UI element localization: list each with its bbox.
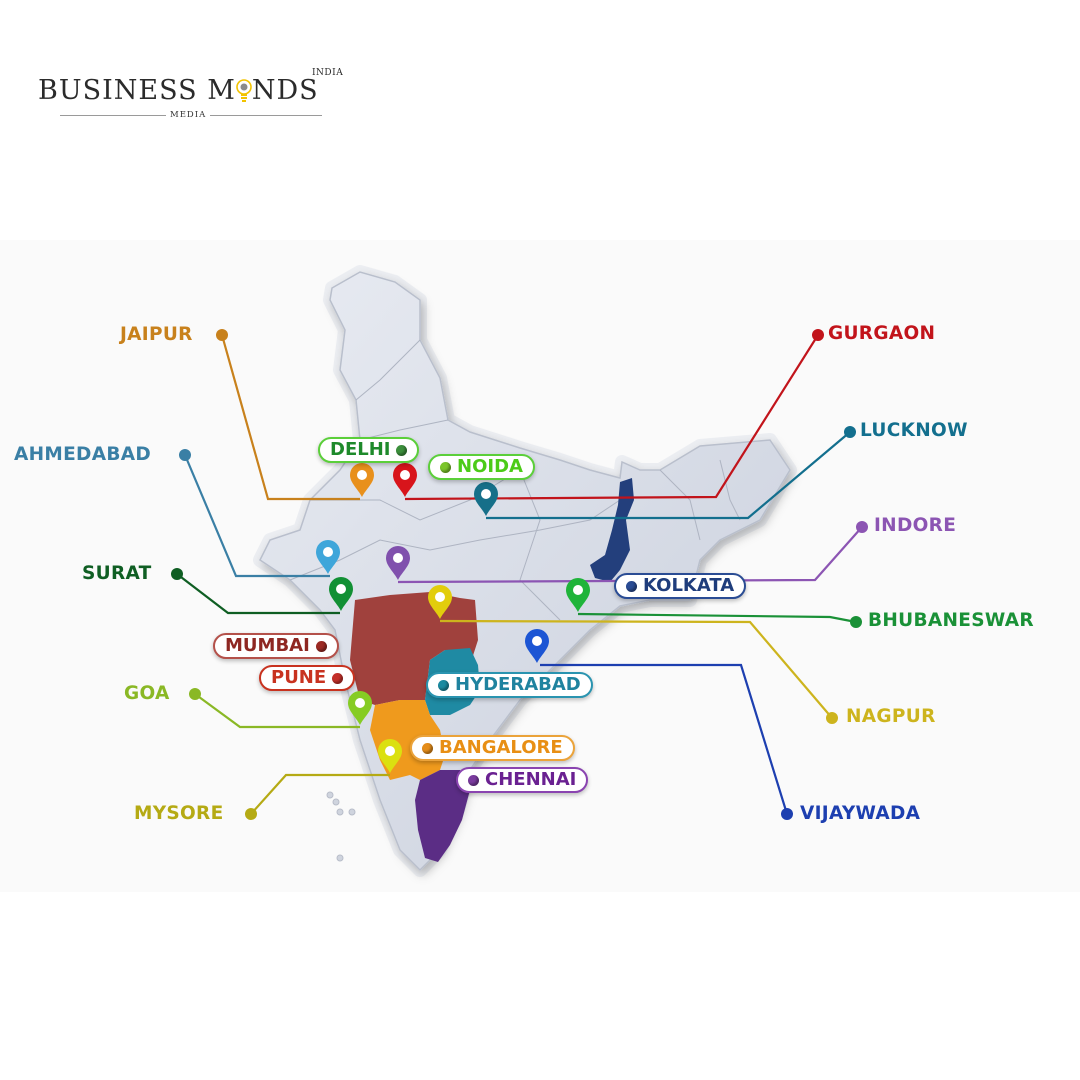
dot-icon: [440, 461, 451, 473]
chip-kolkata: KOLKATA: [614, 573, 747, 599]
callout-lucknow: LUCKNOW: [860, 420, 968, 441]
dot-icon: [332, 672, 344, 684]
pin-icon-indore: [386, 546, 410, 580]
brand-name-part1: BUSINESS M: [38, 75, 236, 106]
brand-subtitle: MEDIA: [166, 110, 211, 120]
callout-gurgaon: GURGAON: [828, 323, 936, 344]
callout-vijaywada: VIJAYWADA: [800, 803, 921, 824]
chip-noida: NOIDA: [428, 454, 535, 480]
brand-superscript: INDIA: [312, 68, 344, 78]
dot-icon: [626, 580, 637, 592]
pin-icon-vijaywada: [525, 629, 549, 663]
chip-chennai: CHENNAI: [456, 767, 589, 793]
callout-goa: GOA: [124, 683, 170, 704]
pin-icon-goa: [348, 691, 372, 725]
pin-icon-lucknow: [474, 482, 498, 516]
callout-surat: SURAT: [82, 563, 152, 584]
tamil-nadu-region: [415, 770, 470, 862]
chip-hyderabad: HYDERABAD: [426, 672, 593, 698]
map-pins: [316, 463, 590, 773]
callout-nagpur: NAGPUR: [846, 706, 936, 727]
brand-name: BUSINESS M NDS: [38, 76, 319, 113]
india-map: [171, 265, 868, 877]
chip-pune: PUNE: [259, 665, 356, 691]
chip-label: CHENNAI: [485, 769, 577, 790]
dot-icon: [438, 679, 449, 691]
chip-label: NOIDA: [457, 456, 523, 477]
callout-ahmedabad: AHMEDABAD: [14, 444, 151, 465]
chip-delhi: DELHI: [318, 437, 420, 463]
pin-icon-gurgaon: [393, 463, 417, 497]
dot-icon: [468, 774, 479, 786]
chip-label: DELHI: [330, 439, 391, 460]
callout-mysore: MYSORE: [134, 803, 224, 824]
west-bengal-region: [590, 478, 634, 582]
callout-indore: INDORE: [874, 515, 957, 536]
chip-label: PUNE: [271, 667, 327, 688]
callout-bhubaneswar: BHUBANESWAR: [868, 610, 1034, 631]
dot-icon: [396, 444, 408, 456]
chip-bangalore: BANGALORE: [410, 735, 575, 761]
brand-name-part2: NDS: [251, 75, 319, 106]
brand-logo: BUSINESS M NDS INDIA MEDIA: [38, 68, 348, 124]
dot-icon: [315, 640, 327, 652]
lightbulb-icon: [236, 76, 252, 113]
chip-label: KOLKATA: [643, 575, 735, 596]
callout-jaipur: JAIPUR: [120, 324, 193, 345]
chip-label: HYDERABAD: [455, 674, 581, 695]
chip-mumbai: MUMBAI: [213, 633, 339, 659]
pin-icon-mysore: [378, 739, 402, 773]
pin-icon-bhubaneswar: [566, 578, 590, 612]
pin-icon-nagpur: [428, 585, 452, 619]
map-panel: JAIPUR AHMEDABAD SURAT GOA MYSORE GURGAO…: [0, 240, 1080, 892]
dot-icon: [422, 742, 433, 754]
pin-icon-ahmedabad: [316, 540, 340, 574]
pin-icon-surat: [329, 577, 353, 611]
pin-icon-jaipur: [350, 463, 374, 497]
chip-label: BANGALORE: [439, 737, 563, 758]
chip-label: MUMBAI: [225, 635, 310, 656]
